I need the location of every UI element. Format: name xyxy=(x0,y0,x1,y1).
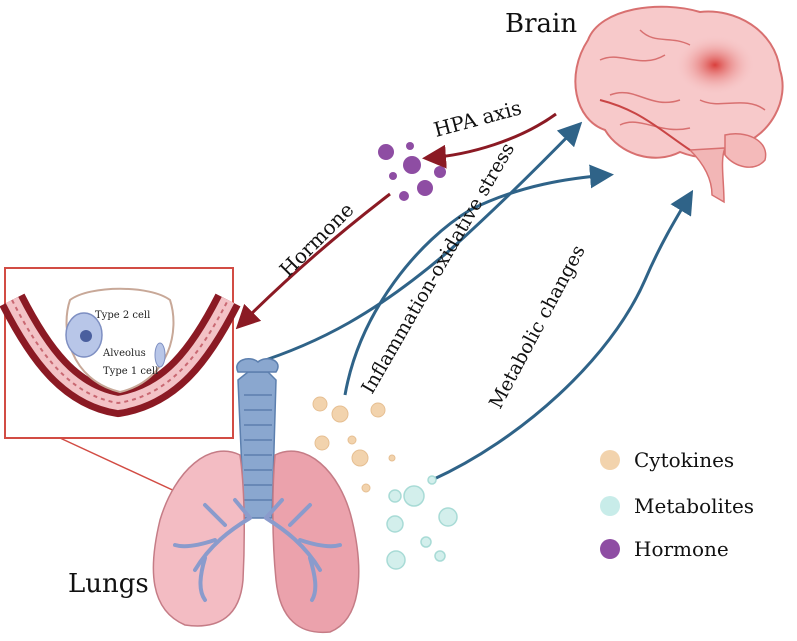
hormone-arrow xyxy=(235,192,391,330)
hpa-axis-label: HPA axis xyxy=(431,95,524,141)
brain-label: Brain xyxy=(505,9,577,39)
lungs-label: Lungs xyxy=(68,569,149,599)
alveolus-label: Alveolus xyxy=(102,348,146,359)
legend-label-cytokines: Cytokines xyxy=(634,448,735,472)
hormone-swatch xyxy=(600,539,620,559)
metabolic-label: Metabolic changes xyxy=(485,242,590,413)
lung-brain-arrow xyxy=(239,121,583,370)
metabolic-arrow xyxy=(431,189,694,482)
metabolite-particles xyxy=(386,475,458,570)
inflammation-arrow xyxy=(343,164,614,396)
type2-cell-label: Type 2 cell xyxy=(95,310,150,321)
cytokine-particles xyxy=(312,396,396,493)
alveolus-inset xyxy=(0,267,241,439)
type1-cell-label: Type 1 cell xyxy=(103,366,158,377)
hormone-dots xyxy=(378,142,446,201)
cytokines-swatch xyxy=(600,450,620,470)
inflammation-label: Inflammation-oxidative stress xyxy=(357,139,519,397)
legend-item-cytokines: Cytokines xyxy=(600,448,734,472)
brain-illustration xyxy=(574,5,784,204)
legend-label-metabolites: Metabolites xyxy=(634,494,755,518)
metabolites-swatch xyxy=(600,496,620,516)
legend-item-metabolites: Metabolites xyxy=(600,494,754,518)
legend-item-hormone: Hormone xyxy=(600,537,729,561)
hpa-axis-arrow xyxy=(422,112,557,169)
lungs-illustration xyxy=(152,358,360,634)
hormone-arrow-label: Hormone xyxy=(275,198,359,282)
legend-label-hormone: Hormone xyxy=(634,537,729,561)
